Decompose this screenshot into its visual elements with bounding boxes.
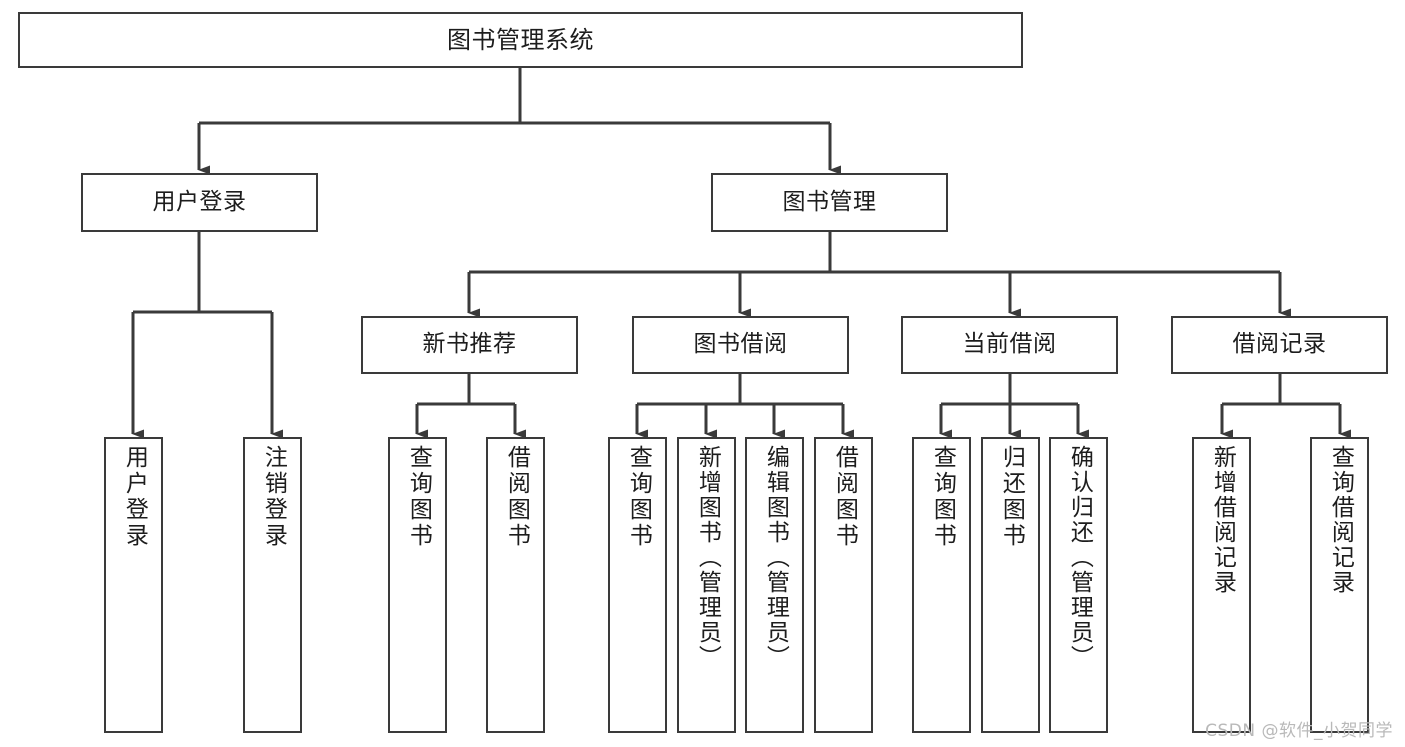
leaf-add-book-admin[interactable]: 新增图书（管理员）: [677, 437, 736, 733]
node-label: 图书管理系统: [447, 25, 594, 54]
node-new-book-recommend[interactable]: 新书推荐: [361, 316, 578, 374]
leaf-add-borrow-record[interactable]: 新增借阅记录: [1192, 437, 1251, 733]
node-label: 查询图书: [625, 445, 652, 549]
node-root-library-system[interactable]: 图书管理系统: [18, 12, 1023, 68]
leaf-edit-book-admin[interactable]: 编辑图书（管理员）: [745, 437, 804, 733]
node-book-management[interactable]: 图书管理: [711, 173, 948, 232]
node-label: 归还图书: [998, 445, 1025, 549]
node-label: 借阅记录: [1232, 331, 1327, 358]
node-current-borrow[interactable]: 当前借阅: [901, 316, 1118, 374]
node-label: 图书借阅: [693, 331, 788, 358]
node-label: 注销登录: [260, 445, 287, 549]
leaf-query-book-borrow[interactable]: 查询图书: [608, 437, 667, 733]
node-user-login[interactable]: 用户登录: [81, 173, 318, 232]
leaf-query-book-new[interactable]: 查询图书: [388, 437, 447, 733]
leaf-logout[interactable]: 注销登录: [243, 437, 302, 733]
leaf-user-login[interactable]: 用户登录: [104, 437, 163, 733]
node-borrow-record[interactable]: 借阅记录: [1171, 316, 1388, 374]
node-label: 新增借阅记录: [1209, 445, 1236, 595]
leaf-borrow-book[interactable]: 借阅图书: [814, 437, 873, 733]
node-label: 编辑图书（管理员）: [762, 445, 789, 670]
node-label: 借阅图书: [503, 445, 530, 549]
node-label: 查询借阅记录: [1327, 445, 1354, 595]
node-label: 确认归还（管理员）: [1066, 445, 1093, 670]
node-label: 用户登录: [152, 188, 247, 215]
leaf-query-borrow-record[interactable]: 查询借阅记录: [1310, 437, 1369, 733]
node-label: 当前借阅: [962, 331, 1057, 358]
node-label: 新书推荐: [422, 331, 517, 358]
watermark-text: CSDN @软件_小贺同学: [1205, 721, 1393, 741]
node-label: 查询图书: [405, 445, 432, 549]
node-label: 借阅图书: [831, 445, 858, 549]
node-label: 新增图书（管理员）: [694, 445, 721, 670]
leaf-borrow-book-new[interactable]: 借阅图书: [486, 437, 545, 733]
node-label: 用户登录: [121, 445, 148, 549]
node-label: 查询图书: [929, 445, 956, 549]
node-label: 图书管理: [782, 188, 877, 215]
node-book-borrow[interactable]: 图书借阅: [632, 316, 849, 374]
leaf-confirm-return-admin[interactable]: 确认归还（管理员）: [1049, 437, 1108, 733]
leaf-return-book[interactable]: 归还图书: [981, 437, 1040, 733]
leaf-query-book-current[interactable]: 查询图书: [912, 437, 971, 733]
